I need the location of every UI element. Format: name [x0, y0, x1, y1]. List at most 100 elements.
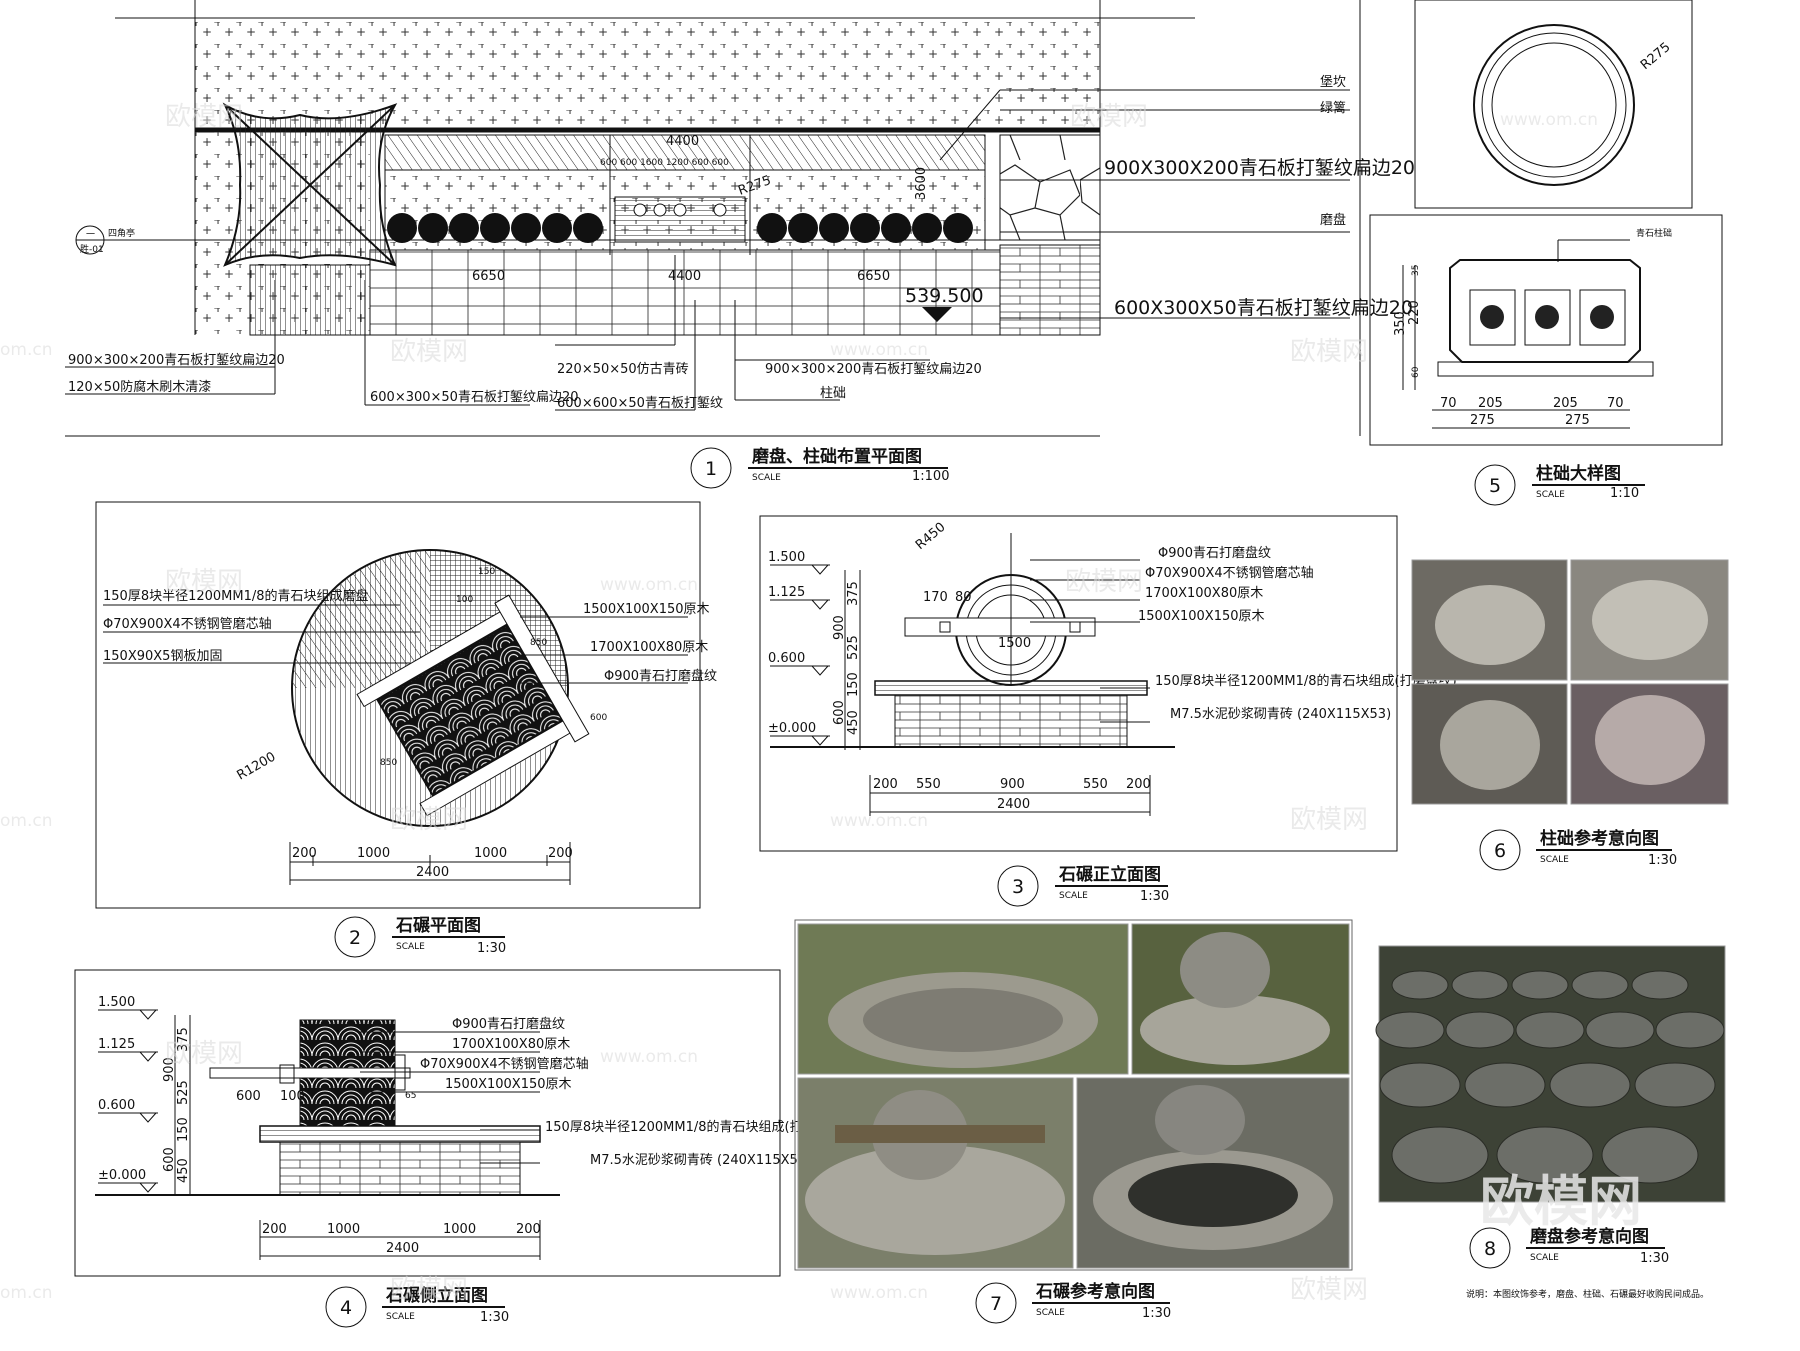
dim-text: 3600: [914, 167, 929, 200]
watermark: 欧模网: [390, 1275, 468, 1305]
drawing-number: 2: [349, 927, 361, 949]
label: 120×50防腐木刷木清漆: [68, 379, 211, 395]
scale-value: 1:30: [477, 941, 506, 956]
level-text: 1.500: [768, 550, 805, 565]
dim-text: 1000: [474, 846, 507, 861]
dim-text: 200: [873, 777, 898, 792]
dim-text: 150: [176, 1117, 191, 1142]
column-base-elevation: [1449, 259, 1641, 363]
dim-text: 70: [1440, 396, 1457, 411]
label: 青石柱础: [1636, 227, 1672, 239]
drawing-title: 石碾正立面图: [1058, 864, 1161, 885]
scale-value: 1:30: [1640, 1251, 1669, 1266]
drawing-8-photo: [1375, 945, 1726, 1203]
level-text: ±0.000: [98, 1168, 146, 1183]
dim-text: 850: [530, 638, 547, 648]
drawing-3-front-elevation: Φ900青石打磨盘纹 Φ70X900X4不锈钢管磨芯轴 1700X100X80原…: [759, 515, 1457, 852]
dim-text: 2400: [386, 1241, 419, 1256]
label: M7.5水泥砂浆砌青砖 (240X115X53): [590, 1153, 811, 1168]
label: 150X90X5钢板加固: [103, 649, 222, 664]
watermark: 欧模网: [1290, 337, 1368, 367]
dim-text: 100: [456, 595, 473, 605]
dim-text: 2400: [416, 865, 449, 880]
millstones-row: [387, 213, 973, 243]
label: 四角亭: [108, 227, 135, 239]
scale-label: SCALE: [386, 1312, 415, 1322]
dim-text: 375: [176, 1027, 191, 1052]
dim-text: 65: [405, 1091, 416, 1101]
drawing-number: 4: [340, 1297, 352, 1319]
dim-text: 450: [846, 710, 861, 735]
drawing-number: 3: [1012, 876, 1024, 898]
watermark: 欧模网: [1065, 567, 1143, 597]
title-block-7: 7 石碾参考意向图 SCALE 1:30: [975, 1281, 1171, 1324]
label: Φ900青石打磨盘纹: [1158, 545, 1271, 561]
dim-text: 900: [162, 1057, 177, 1082]
dim-text: 525: [846, 635, 861, 660]
label: Φ70X900X4不锈钢管磨芯轴: [420, 1057, 589, 1072]
dim-text: 200: [548, 846, 573, 861]
dim-text: 200: [262, 1222, 287, 1237]
title-block-2: 2 石碾平面图 SCALE 1:30: [334, 916, 506, 958]
drawing-2-roller-plan: R1200 150厚8块半径1200MM1/8的青石块组成磨盘 Φ70X900X…: [95, 501, 717, 909]
title-block-8: 8 磨盘参考意向图 SCALE 1:30: [1469, 1226, 1669, 1269]
scale-value: 1:10: [1610, 486, 1639, 501]
pavilion-roof: [222, 102, 398, 267]
millstone-slab: [259, 1125, 541, 1143]
drawing-4-side-elevation: Φ900青石打磨盘纹 1700X100X80原木 Φ70X900X4不锈钢管磨芯…: [74, 969, 847, 1277]
dim-text: 100: [280, 1089, 305, 1104]
dim-text: 1000: [327, 1222, 360, 1237]
drawing-number: 8: [1484, 1238, 1496, 1260]
slab-strip: [384, 134, 986, 171]
label: 600X300X50青石板打錾纹扁边20: [1114, 297, 1413, 319]
dim-text: 600: [832, 700, 847, 725]
drawing-1-plan: 6650 4400 6650 4400 3600 R275 600 600 16…: [65, 0, 1415, 437]
level-text: 1.125: [768, 585, 805, 600]
watermark: om.cn: [0, 1283, 53, 1303]
label: 150厚8块半径1200MM1/8的青石块组成磨盘: [103, 588, 369, 604]
dim-text: 600: [590, 713, 607, 723]
label: 绿篱: [1320, 101, 1346, 116]
dim-text: 70: [1607, 396, 1624, 411]
dim-text: 200: [516, 1222, 541, 1237]
level-text: ±0.000: [768, 721, 816, 736]
scale-label: SCALE: [1536, 490, 1565, 500]
dim-text: 275: [1565, 413, 1590, 428]
drawing-5-column-base: R275 青石柱础 350 220 35 60 70 205 205 70 27…: [1369, 0, 1723, 446]
dim-text: 550: [916, 777, 941, 792]
watermark: www.om.cn: [600, 1047, 698, 1067]
dim-text: 600: [162, 1147, 177, 1172]
level-text: 1.125: [98, 1037, 135, 1052]
dim-text: 850: [380, 758, 397, 768]
title-block-3: 3 石碾正立面图 SCALE 1:30: [997, 864, 1169, 907]
drawing-title: 柱础大样图: [1536, 463, 1621, 484]
roller-bottom: [299, 1077, 396, 1127]
drawing-number: 1: [705, 458, 717, 480]
dim-text: 450: [176, 1158, 191, 1183]
elevation-mark: 539.500: [905, 285, 984, 307]
drawing-7-photos: [794, 919, 1353, 1271]
section-marker-num: 一: [86, 230, 95, 240]
scale-value: 1:30: [1648, 853, 1677, 868]
label: 1500X100X150原木: [583, 602, 710, 617]
scale-label: SCALE: [1036, 1308, 1065, 1318]
radius-label: R1200: [235, 749, 279, 783]
drawing-title: 柱础参考意向图: [1540, 828, 1659, 849]
drawing-title: 石碾参考意向图: [1035, 1281, 1155, 1302]
watermark: 欧模网: [1290, 805, 1368, 835]
level-marks: [770, 564, 830, 746]
dim-text: 550: [1083, 777, 1108, 792]
dim-text: 35: [1411, 265, 1421, 276]
dim-text: 600 600 1600 1200 600 600: [600, 158, 729, 168]
dim-text: 275: [1470, 413, 1495, 428]
label: 堡坎: [1320, 74, 1346, 90]
title-block-5: 5 柱础大样图 SCALE 1:10: [1474, 463, 1645, 506]
dim-text: 900: [832, 615, 847, 640]
watermark: www.om.cn: [600, 575, 698, 595]
drawing-number: 5: [1489, 475, 1501, 497]
label: 磨盘: [1320, 212, 1346, 228]
title-block-1: 1 磨盘、柱础布置平面图 SCALE 1:100: [690, 446, 949, 489]
watermark: 欧模网: [1290, 1275, 1368, 1305]
label: 1700X100X80原木: [1145, 586, 1263, 601]
